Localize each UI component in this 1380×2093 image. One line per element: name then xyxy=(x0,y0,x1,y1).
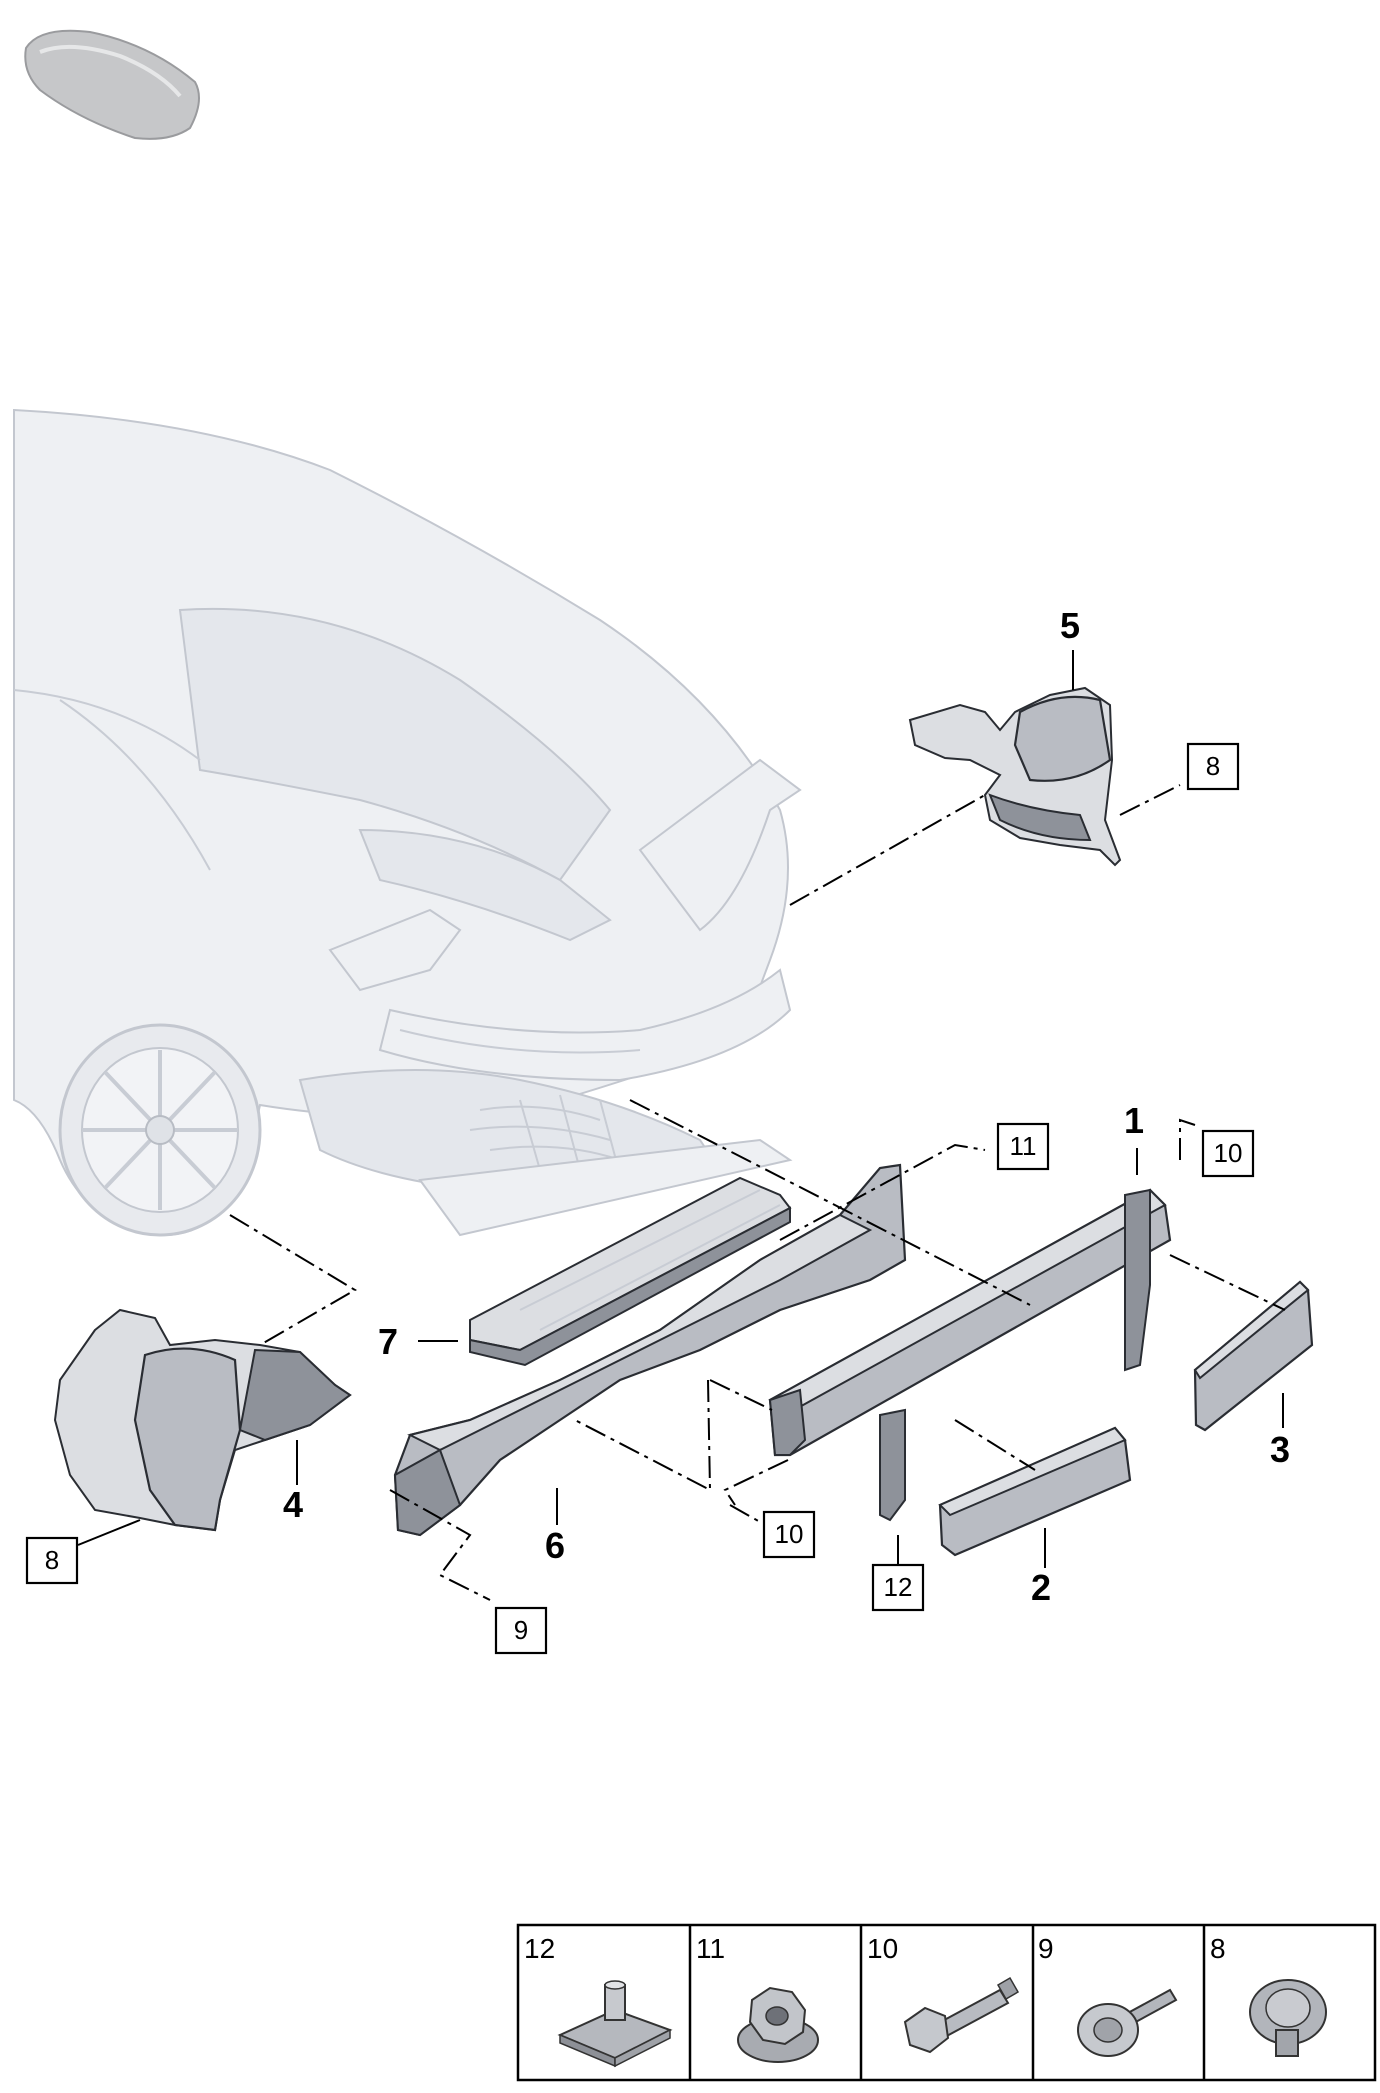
fastener-reference-boxes: 8 8 9 10 10 11 12 xyxy=(25,742,1255,1655)
fastener-cell-12: 12 xyxy=(524,1933,673,2068)
clip-nut-icon xyxy=(557,1980,673,2068)
svg-text:10: 10 xyxy=(1214,1138,1243,1168)
fastener-cell-11: 11 xyxy=(696,1933,819,2063)
impact-absorber-left xyxy=(938,1426,1132,1557)
heat-shield-lower xyxy=(393,1163,907,1537)
svg-text:8: 8 xyxy=(45,1545,59,1575)
svg-text:9: 9 xyxy=(514,1615,528,1645)
fastener-cell-8: 8 xyxy=(1210,1933,1327,2057)
callout-2: 2 xyxy=(1031,1567,1051,1608)
heat-shield-side xyxy=(53,1308,352,1532)
svg-text:11: 11 xyxy=(1010,1131,1037,1161)
fastener-cell-9: 9 xyxy=(1038,1933,1178,2057)
callout-3: 3 xyxy=(1270,1429,1290,1470)
ref-box-10-mid: 10 xyxy=(762,1510,816,1559)
svg-text:10: 10 xyxy=(867,1933,898,1964)
bumper-crossmember xyxy=(768,1188,1172,1522)
svg-text:12: 12 xyxy=(884,1572,913,1602)
ref-box-12: 12 xyxy=(871,1563,925,1612)
svg-text:11: 11 xyxy=(696,1933,725,1964)
callout-labels: 1 2 3 4 5 6 7 xyxy=(283,605,1290,1608)
ref-box-8-left: 8 xyxy=(25,1536,79,1585)
callout-5: 5 xyxy=(1060,605,1080,646)
svg-text:9: 9 xyxy=(1038,1933,1054,1964)
heat-shield-center xyxy=(469,1176,792,1367)
svg-text:8: 8 xyxy=(1206,751,1220,781)
flange-nut-icon xyxy=(737,1986,819,2063)
callout-4: 4 xyxy=(283,1484,303,1525)
assembly-lines xyxy=(229,784,1286,1601)
ref-box-10-top: 10 xyxy=(1201,1129,1255,1178)
heat-shield-upper xyxy=(908,686,1122,867)
vehicle-thumbnail-icon xyxy=(24,29,200,140)
ref-box-11: 11 xyxy=(996,1122,1050,1171)
svg-text:8: 8 xyxy=(1210,1933,1226,1964)
fastener-table: 12 11 10 9 xyxy=(516,1923,1377,2082)
ref-box-9: 9 xyxy=(494,1606,548,1655)
hex-bolt-icon xyxy=(903,1976,1020,2054)
flange-nut-icon xyxy=(1249,1979,1327,2057)
leader-lines xyxy=(77,650,1284,1568)
svg-text:10: 10 xyxy=(775,1519,804,1549)
ref-box-8-top: 8 xyxy=(1186,742,1240,791)
callout-6: 6 xyxy=(545,1525,565,1566)
washer-screw-icon xyxy=(1077,1988,1178,2057)
impact-absorber-right xyxy=(1193,1280,1314,1432)
svg-text:12: 12 xyxy=(524,1933,555,1964)
fastener-cell-10: 10 xyxy=(867,1933,1020,2054)
callout-7: 7 xyxy=(378,1321,398,1362)
callout-1: 1 xyxy=(1124,1100,1144,1141)
vehicle-rear-outline xyxy=(13,408,802,1237)
